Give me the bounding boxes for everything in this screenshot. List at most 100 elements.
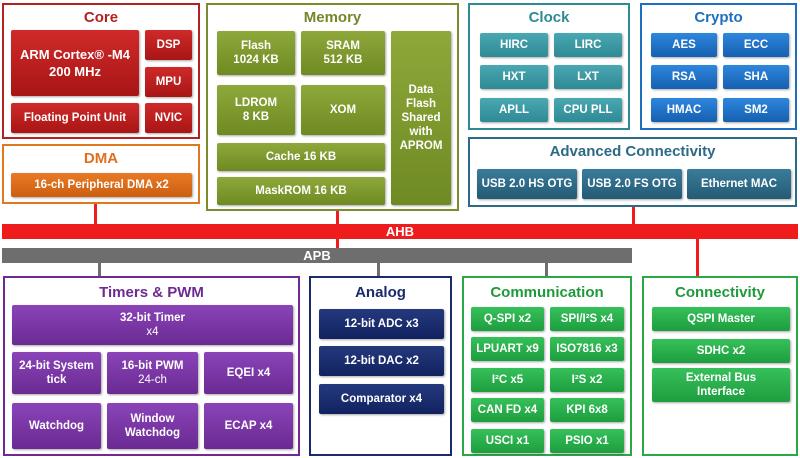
core-panel: Core ARM Cortex® -M4 200 MHz DSP MPU Flo… [2, 3, 200, 139]
advanced-ahb-connector [632, 207, 635, 226]
dataflash-block: Data Flash Shared with APROM [391, 31, 451, 205]
usb-hs-otg-block: USB 2.0 HS OTG [477, 169, 577, 199]
nvic-block: NVIC [145, 103, 192, 133]
sram-size: 512 KB [323, 54, 363, 66]
ldrom-block: LDROM 8 KB [217, 85, 295, 135]
dac-block: 12-bit DAC x2 [319, 346, 444, 376]
cpu-name: ARM Cortex® -M4 [20, 47, 130, 62]
connectivity-title: Connectivity [674, 284, 765, 301]
ldrom-label: LDROM [234, 97, 278, 109]
comparator-block: Comparator x4 [319, 384, 444, 414]
timers-pwm-panel: Timers & PWM 32-bit Timer x4 24-bit Syst… [3, 276, 300, 456]
core-ahb-connector [94, 196, 97, 226]
dataflash-line: Flash [405, 98, 437, 110]
apll-block: APLL [480, 98, 548, 122]
dma-title: DMA [83, 150, 119, 167]
cache-block: Cache 16 KB [217, 143, 385, 171]
cpu-pll-block: CPU PLL [554, 98, 622, 122]
hxt-block: HXT [480, 65, 548, 89]
sha-block: SHA [723, 65, 789, 89]
memory-panel: Memory Flash 1024 KB SRAM 512 KB LDROM 8… [206, 3, 459, 211]
lirc-block: LIRC [554, 33, 622, 57]
cpu-block: ARM Cortex® -M4 200 MHz [11, 30, 139, 96]
pwm-label: 16-bit PWM [121, 360, 184, 372]
mpu-block: MPU [145, 67, 192, 97]
communication-panel: Communication Q-SPI x2 SPI/I²S x4 LPUART… [462, 276, 632, 456]
lpuart-block: LPUART x9 [471, 337, 544, 361]
timer32-block: 32-bit Timer x4 [12, 305, 293, 345]
comm-apb-connector [545, 262, 548, 278]
advanced-connectivity-title: Advanced Connectivity [549, 143, 716, 160]
memory-ahb-connector [336, 210, 339, 226]
crypto-panel: Crypto AES ECC RSA SHA HMAC SM2 [640, 3, 797, 130]
watchdog-block: Watchdog [12, 403, 101, 449]
eqei-block: EQEI x4 [204, 352, 293, 394]
lxt-block: LXT [554, 65, 622, 89]
connectivity-ahb-connector [696, 238, 699, 278]
external-bus-interface-block: External Bus Interface [652, 368, 790, 402]
wwdt-line: Watchdog [124, 427, 181, 439]
timers-apb-connector [98, 262, 101, 278]
qspi-master-block: QSPI Master [652, 307, 790, 331]
pwm-block: 16-bit PWM 24-ch [107, 352, 198, 394]
peripheral-dma-block: 16-ch Peripheral DMA x2 [11, 173, 192, 197]
connectivity-panel: Connectivity QSPI Master SDHC x2 Externa… [642, 276, 798, 456]
sram-block: SRAM 512 KB [301, 31, 385, 75]
hmac-block: HMAC [651, 98, 717, 122]
ebi-line: Interface [697, 386, 745, 398]
window-watchdog-block: Window Watchdog [107, 403, 198, 449]
memory-title: Memory [303, 9, 362, 26]
canfd-block: CAN FD x4 [471, 398, 544, 422]
ethernet-mac-block: Ethernet MAC [687, 169, 791, 199]
usci-block: USCI x1 [471, 429, 544, 453]
rsa-block: RSA [651, 65, 717, 89]
ebi-line: External Bus [685, 372, 757, 384]
adc-block: 12-bit ADC x3 [319, 309, 444, 339]
dataflash-line: APROM [399, 140, 443, 152]
analog-panel: Analog 12-bit ADC x3 12-bit DAC x2 Compa… [309, 276, 452, 456]
aes-block: AES [651, 33, 717, 57]
apb-bus: APB [2, 248, 632, 263]
dsp-block: DSP [145, 30, 192, 60]
ahb-apb-connector [336, 238, 339, 248]
core-title: Core [83, 9, 119, 26]
qspi-block: Q-SPI x2 [471, 307, 544, 331]
sdhc-block: SDHC x2 [652, 339, 790, 363]
ecap-block: ECAP x4 [204, 403, 293, 449]
systick-line: 24-bit System [19, 360, 94, 372]
ahb-bus: AHB [2, 224, 798, 239]
cpu-frequency: 200 MHz [48, 64, 102, 79]
i2c-block: I²C x5 [471, 368, 544, 392]
hirc-block: HIRC [480, 33, 548, 57]
spi-i2s-block: SPI/I²S x4 [550, 307, 624, 331]
xom-block: XOM [301, 85, 385, 135]
timer32-count: x4 [146, 326, 159, 338]
iso7816-block: ISO7816 x3 [550, 337, 624, 361]
timer32-label: 32-bit Timer [120, 312, 185, 324]
timers-pwm-title: Timers & PWM [99, 284, 204, 301]
flash-size: 1024 KB [233, 54, 279, 66]
ldrom-size: 8 KB [242, 111, 270, 123]
dataflash-line: Shared [401, 112, 441, 124]
sm2-block: SM2 [723, 98, 789, 122]
usb-fs-otg-block: USB 2.0 FS OTG [582, 169, 682, 199]
i2s-block: I²S x2 [550, 368, 624, 392]
analog-title: Analog [355, 284, 406, 301]
advanced-connectivity-panel: Advanced Connectivity USB 2.0 HS OTG USB… [468, 137, 797, 207]
kpi-block: KPI 6x8 [550, 398, 624, 422]
flash-block: Flash 1024 KB [217, 31, 295, 75]
dataflash-line: Data [408, 84, 434, 96]
communication-title: Communication [490, 284, 604, 301]
clock-title: Clock [528, 9, 570, 26]
flash-label: Flash [240, 40, 272, 52]
sram-label: SRAM [326, 40, 360, 52]
analog-apb-connector [377, 262, 380, 278]
systick-line: tick [46, 374, 67, 386]
dataflash-line: with [409, 126, 433, 138]
wwdt-line: Window [130, 413, 175, 425]
pwm-channels: 24-ch [138, 374, 167, 386]
dma-panel: DMA 16-ch Peripheral DMA x2 [2, 144, 200, 204]
ecc-block: ECC [723, 33, 789, 57]
crypto-title: Crypto [694, 9, 743, 26]
fpu-block: Floating Point Unit [11, 103, 139, 133]
